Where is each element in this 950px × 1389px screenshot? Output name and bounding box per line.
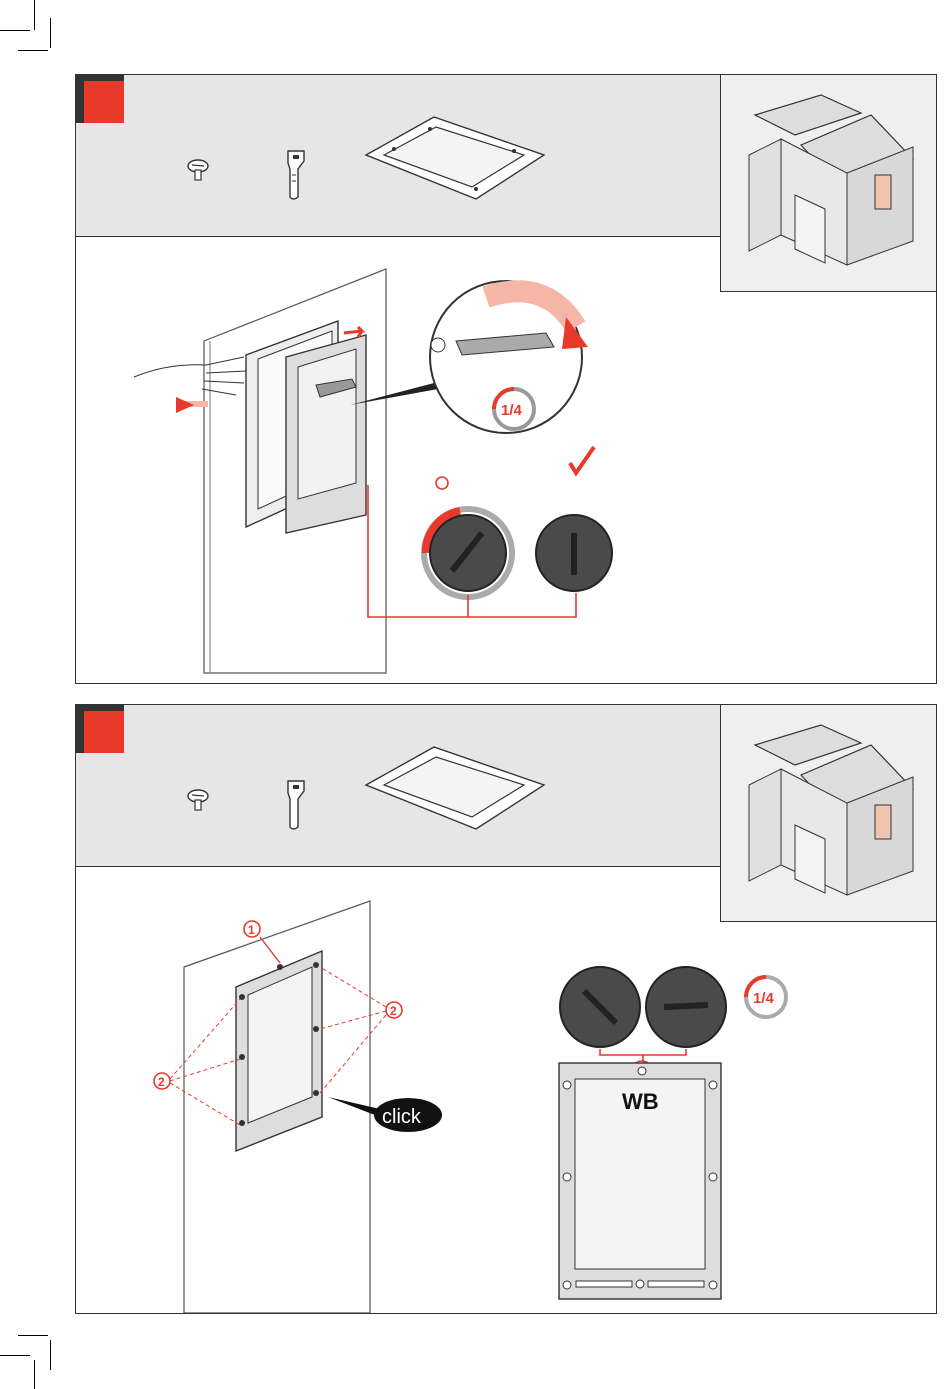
callout-2-right: 2 [390, 1004, 397, 1018]
checkmark-icon [570, 447, 594, 473]
window-frame-part-icon [364, 745, 546, 835]
crop-mark [50, 1340, 51, 1370]
frame-label: WB [622, 1089, 659, 1114]
screw-part-icon [182, 787, 214, 815]
quarter-turn-label: 1/4 [501, 402, 523, 419]
key-tool-icon [282, 147, 310, 203]
crop-mark [0, 30, 30, 31]
step-1-illustration: 1/4 [76, 237, 936, 683]
crop-mark [34, 1360, 35, 1389]
crop-mark [34, 0, 35, 30]
step-2-parts-header [76, 705, 722, 867]
key-tool-icon [282, 777, 310, 833]
callout-2-left: 2 [158, 1075, 165, 1089]
crop-mark [18, 1335, 48, 1336]
step-marker-icon [76, 705, 124, 753]
window-frame-part-icon [364, 115, 546, 205]
step-2-illustration: 1 2 2 click 1/4 [76, 867, 936, 1313]
step-marker-icon [76, 75, 124, 123]
step-1-panel: 1/4 [75, 74, 937, 684]
crop-mark [18, 50, 48, 51]
click-label: click [382, 1106, 422, 1128]
step-1-parts-header [76, 75, 722, 237]
crop-mark [0, 1355, 30, 1356]
callout-1: 1 [248, 923, 255, 937]
crop-mark [50, 18, 51, 48]
quarter-turn-label: 1/4 [753, 990, 775, 1007]
step-2-panel: 1 2 2 click 1/4 [75, 704, 937, 1314]
screw-part-icon [182, 157, 214, 185]
